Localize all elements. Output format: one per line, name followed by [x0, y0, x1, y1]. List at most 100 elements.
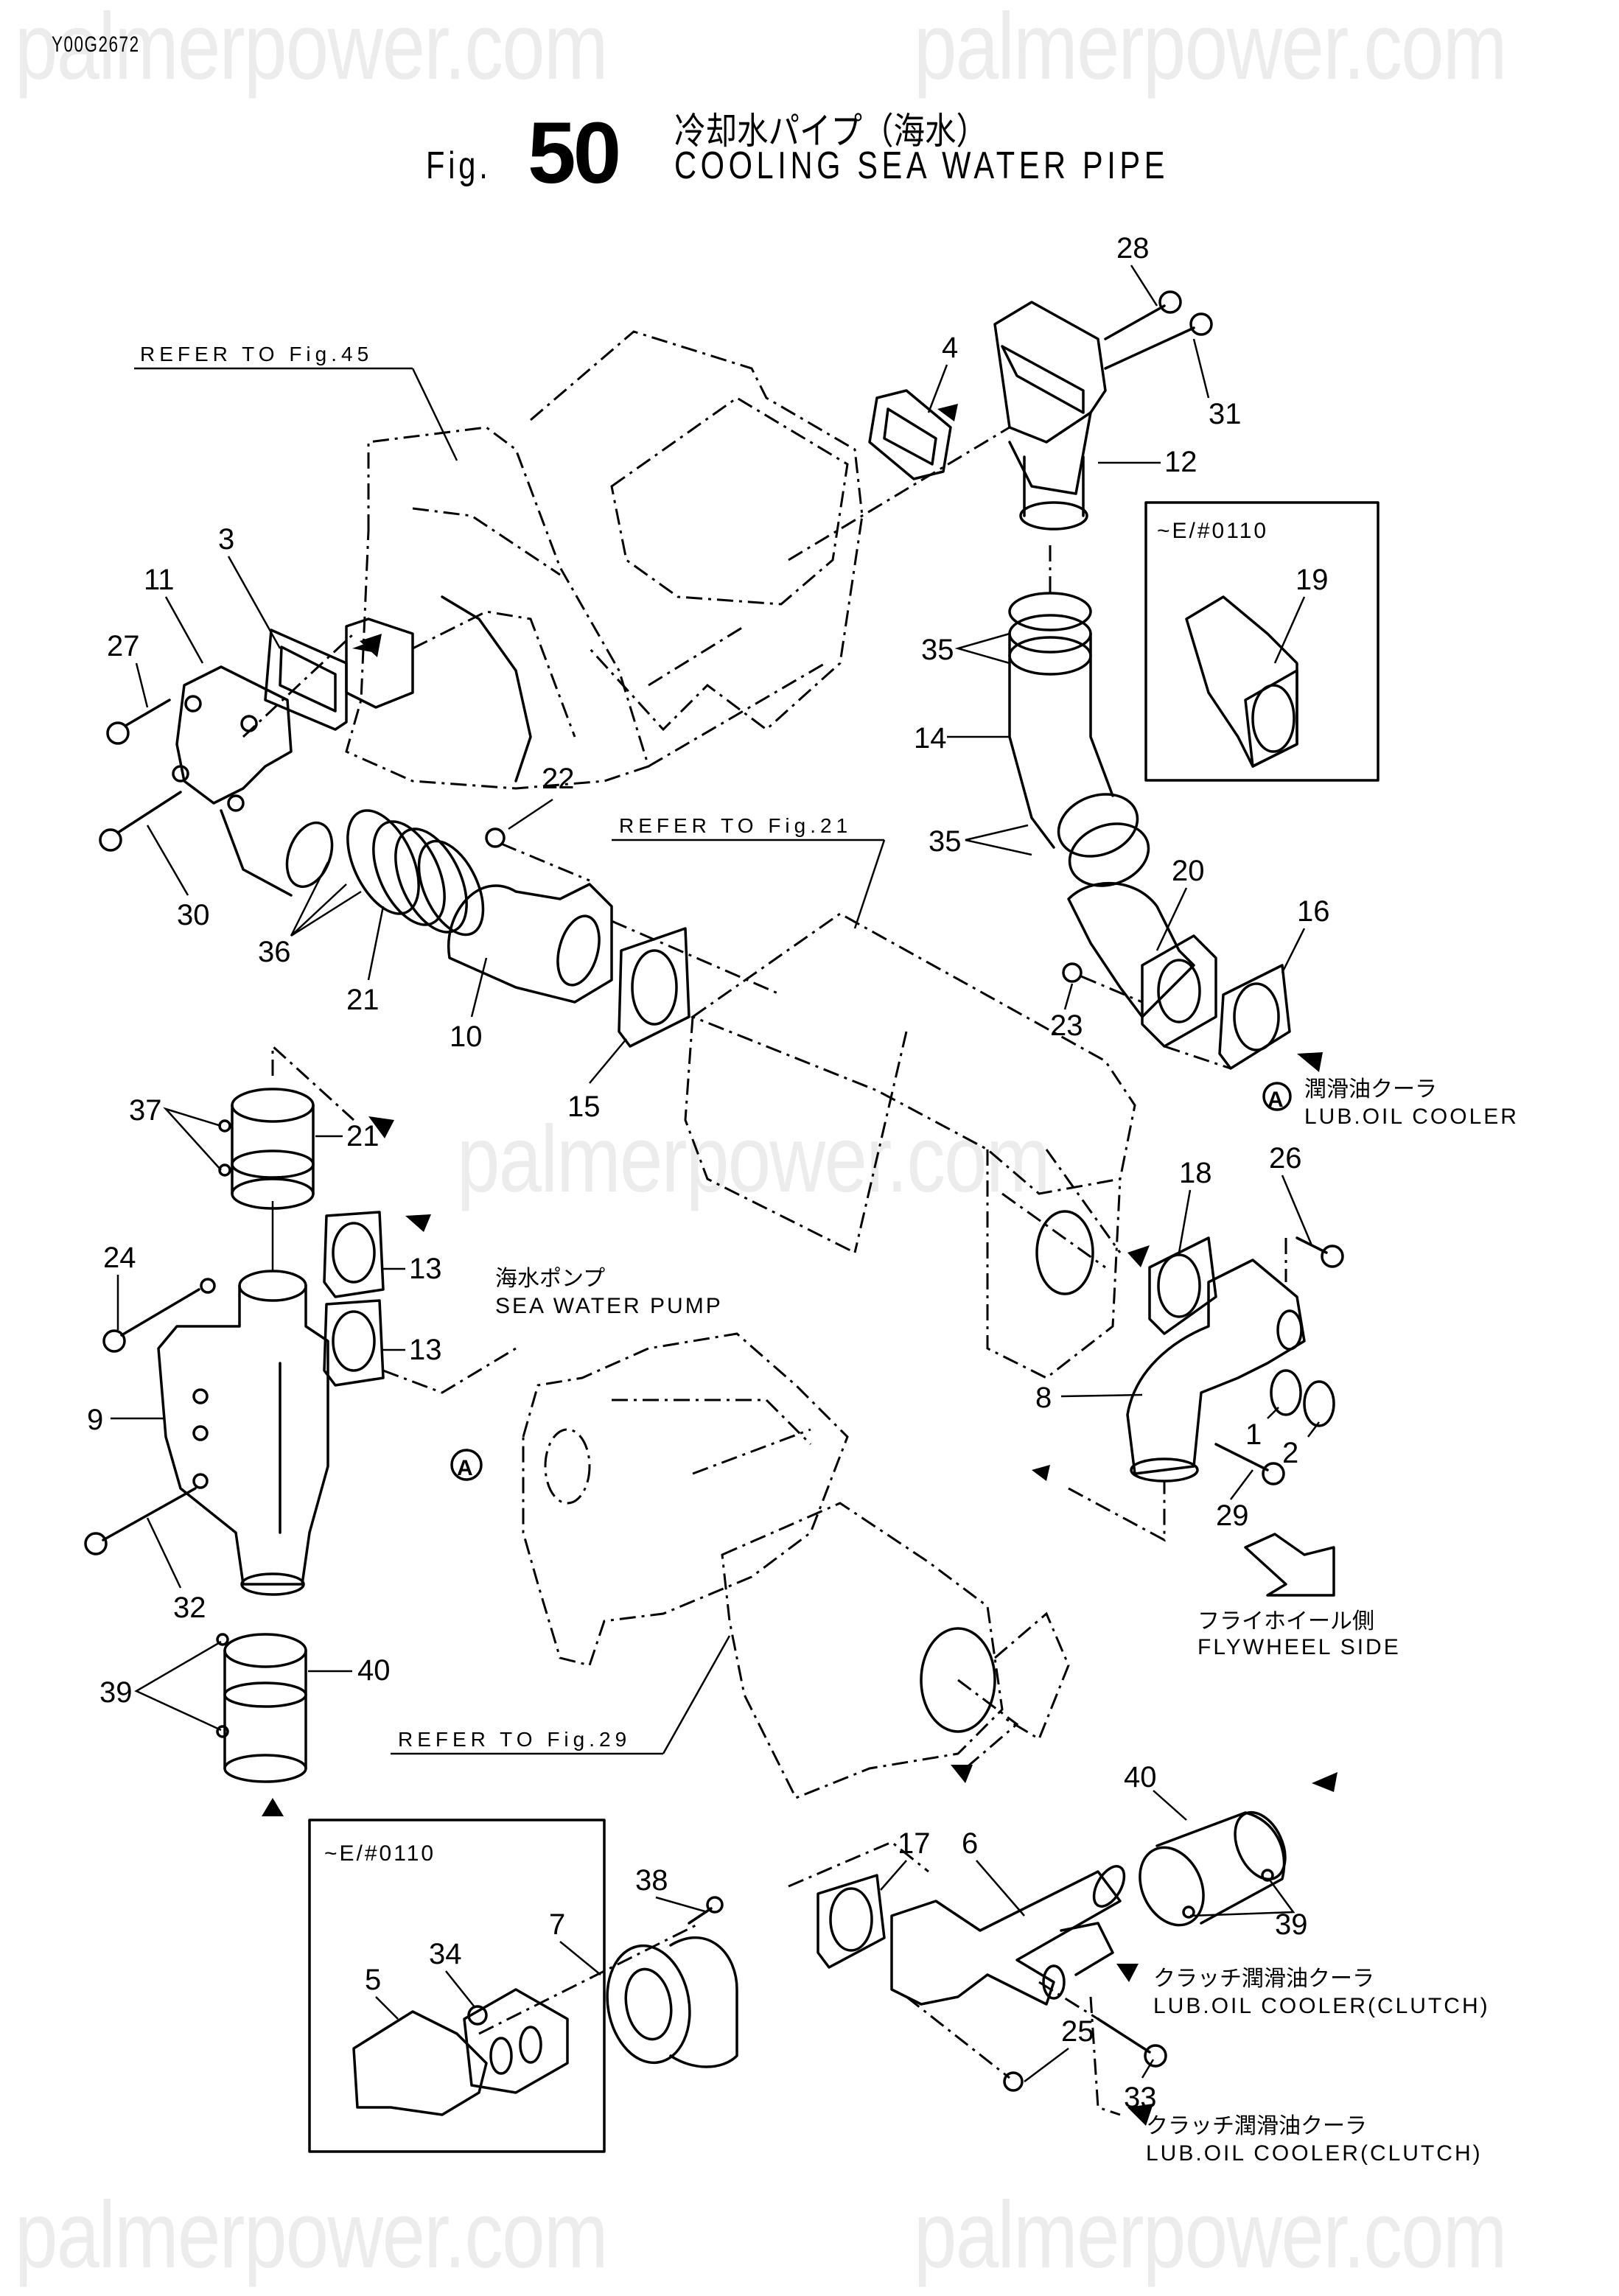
part-34-nut [467, 2005, 488, 2026]
callouts: 28 31 4 12 19 35 14 35 20 16 23 3 11 27 … [87, 232, 1330, 2114]
ref-fig21-group: REFER TO Fig.21 [612, 814, 886, 929]
callout-8: 8 [1035, 1382, 1052, 1414]
ref-fig45-label: REFER TO Fig.45 [140, 343, 373, 365]
part-16-gasket [1218, 964, 1291, 1070]
flywheel-side-en: FLYWHEEL SIDE [1197, 1635, 1401, 1659]
flywheel-direction-arrow-icon [1244, 1533, 1335, 1597]
callout-15: 15 [567, 1091, 601, 1123]
part-37-clamp-bolt [218, 1163, 231, 1177]
callout-13a: 13 [409, 1253, 442, 1285]
part-26-bolt [1284, 1236, 1344, 1282]
flow-arrow-icon [1032, 1465, 1050, 1481]
inset-serial-label: ~E/#0110 [324, 1841, 436, 1866]
figure-prefix: Fig. [426, 144, 492, 187]
assembly-line [788, 1841, 929, 1888]
callout-18: 18 [1179, 1157, 1212, 1189]
part-14-hose [1008, 592, 1150, 887]
callout-36: 36 [258, 936, 291, 968]
callout-40a: 40 [357, 1654, 391, 1687]
callout-14: 14 [914, 722, 947, 755]
callout-10: 10 [450, 1021, 483, 1053]
flow-arrow-icon [1312, 1772, 1337, 1792]
callout-39b: 39 [1275, 1908, 1308, 1941]
part-11-end-cover [172, 665, 334, 897]
inset-serial-box-bottom: ~E/#0110 [308, 1819, 738, 2153]
callout-27: 27 [107, 630, 140, 662]
inset-serial-box-top: ~E/#0110 [1144, 501, 1380, 782]
assembly-line [478, 1922, 701, 2035]
part-29-bolt [1214, 1443, 1285, 1485]
part-9-pump-housing [157, 1270, 329, 1596]
flow-arrow-icon [1297, 1052, 1323, 1072]
callout-7: 7 [549, 1908, 565, 1941]
assembly-line [957, 1679, 1019, 1770]
part-28-bolt [1104, 290, 1182, 340]
part-6-tee-pipe [890, 1865, 1126, 2006]
clutch-cooler-jp: クラッチ潤滑油クーラ [1146, 2113, 1367, 2139]
callout-5: 5 [365, 1964, 381, 1996]
flow-arrow-icon [405, 1214, 431, 1232]
clutch-cooler-en: LUB.OIL COOLER(CLUTCH) [1146, 2141, 1483, 2166]
flow-arrow-icon [1127, 1245, 1150, 1267]
part-20-elbow [1067, 881, 1217, 1048]
callout-3: 3 [218, 523, 234, 556]
callout-28: 28 [1116, 232, 1150, 265]
flow-arrow-icon [262, 1798, 284, 1816]
assembly-line [1164, 1045, 1231, 1070]
part-13-gasket-upper [323, 1211, 385, 1298]
part-38-bolt [688, 1896, 724, 1925]
part-23-plug [1062, 962, 1143, 1004]
lub-oil-cooler-jp: 潤滑油クーラ [1304, 1077, 1437, 1102]
callout-17: 17 [898, 1827, 931, 1860]
callout-16: 16 [1297, 895, 1330, 928]
part-10-elbow [447, 883, 613, 1004]
part-32-bolt [84, 1487, 197, 1555]
part-39-clamp-bolt [216, 1633, 229, 1646]
callout-35b: 35 [929, 825, 962, 858]
sea-water-pump-en: SEA WATER PUMP [495, 1294, 723, 1318]
inset-serial-label: ~E/#0110 [1157, 519, 1268, 543]
part-24-bolt [102, 1288, 200, 1353]
part-40-hose-left [223, 1633, 307, 1783]
assembly-line [788, 426, 1010, 561]
part-21-rubber-hose-top [346, 809, 485, 937]
part-17-gasket [817, 1874, 886, 1969]
circle-a-marker [450, 1449, 483, 1481]
callout-21b: 21 [346, 1120, 380, 1152]
clutch-cooler-en: LUB.OIL COOLER(CLUTCH) [1153, 1994, 1490, 2018]
clutch-cooler-annotation-upper: クラッチ潤滑油クーラ LUB.OIL COOLER(CLUTCH) [1153, 1966, 1490, 2018]
callout-35a: 35 [921, 634, 954, 666]
flow-arrow-icon [951, 1765, 973, 1783]
assembly-line [382, 1347, 517, 1394]
clutch-cooler-jp: クラッチ潤滑油クーラ [1153, 1966, 1374, 1992]
callout-2: 2 [1282, 1437, 1298, 1469]
callout-20: 20 [1172, 855, 1205, 887]
callout-39a: 39 [99, 1676, 133, 1709]
callout-9: 9 [87, 1404, 103, 1436]
part-25-bolt [906, 1995, 1024, 2092]
clutch-cooler-annotation-lower: クラッチ潤滑油クーラ LUB.OIL COOLER(CLUTCH) [1146, 2113, 1483, 2166]
callout-1: 1 [1245, 1418, 1262, 1451]
sea-water-pump-annotation: 海水ポンプ SEA WATER PUMP [495, 1266, 723, 1318]
flow-arrow-icon [937, 404, 958, 421]
part-12-elbow [993, 301, 1107, 531]
part-3-gasket [264, 629, 348, 731]
ref-fig21-label: REFER TO Fig.21 [619, 814, 852, 837]
part-7-elbow-flange [606, 1936, 738, 2068]
lub-oil-cooler-en: LUB.OIL COOLER [1304, 1105, 1519, 1129]
title-japanese: 冷却水パイプ（海水） [674, 110, 987, 153]
part-22-plug [485, 827, 590, 882]
callout-40b: 40 [1124, 1761, 1157, 1793]
assembly-line [271, 1043, 355, 1121]
circle-a-letter: A [1267, 1088, 1284, 1112]
part-5-cover [352, 1988, 569, 2116]
callout-23: 23 [1050, 1009, 1083, 1042]
part-27-bolt [106, 699, 171, 745]
callout-24: 24 [103, 1242, 136, 1274]
flywheel-side-jp: フライホイール側 [1197, 1609, 1374, 1634]
engine-block-outline [684, 912, 1136, 1379]
flow-arrow-icon [1127, 2104, 1153, 2126]
document-id: Y00G2672 [52, 32, 140, 57]
part-31-bolt [1104, 312, 1213, 370]
callout-32: 32 [173, 1592, 206, 1624]
